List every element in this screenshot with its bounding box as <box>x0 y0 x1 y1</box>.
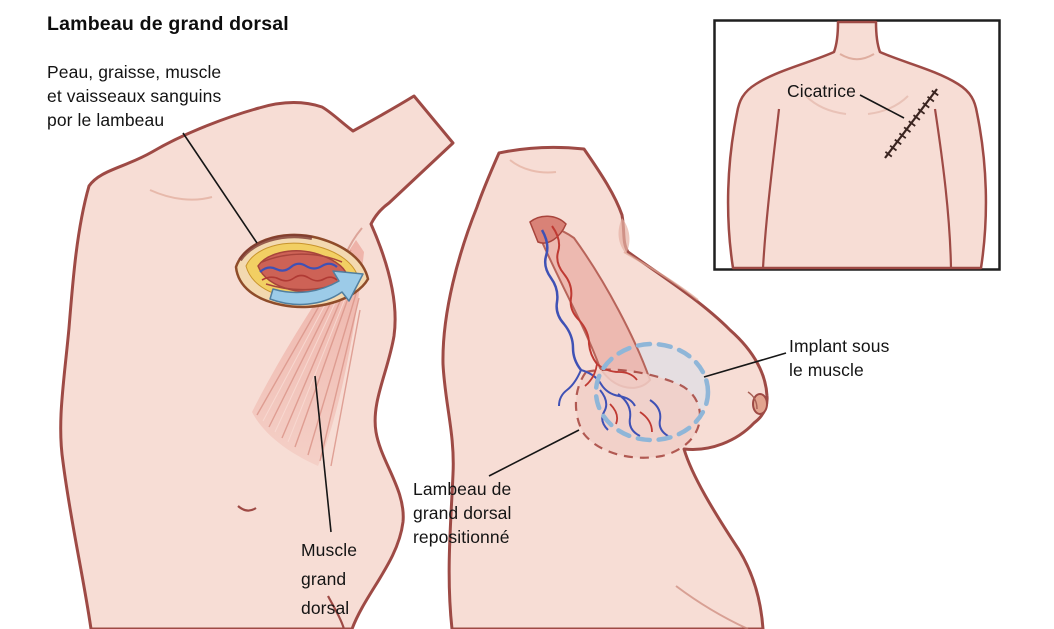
inset-figure-skin <box>726 20 988 270</box>
inset-scapula-right <box>867 95 909 115</box>
buttock-crease <box>327 595 346 629</box>
label-flap-repositioned: Lambeau de grand dorsal repositionné <box>413 479 512 547</box>
leader-implant <box>703 352 787 378</box>
leader-muscle <box>314 375 332 533</box>
shoulder-crease <box>149 189 213 201</box>
breast-top-line <box>623 251 699 301</box>
inset-neck-line <box>839 53 875 61</box>
diagram-title: Lambeau de grand dorsal <box>47 13 289 35</box>
scar-stitches <box>884 88 939 159</box>
arm-crease <box>509 159 557 174</box>
implant-dashed-circle <box>593 341 711 443</box>
flap-artery-branches <box>584 363 653 433</box>
label-scar: Cicatrice <box>787 81 856 101</box>
middle-figure-side-view <box>441 145 769 629</box>
left-figure-back-view <box>59 94 455 629</box>
leader-scar <box>859 94 905 119</box>
harvested-flap <box>234 233 370 309</box>
leader-flap-source <box>182 132 258 244</box>
inset-inner-arm-left <box>761 108 781 269</box>
flap-skin-edge-dark <box>238 234 313 262</box>
rotation-arrow <box>269 270 364 306</box>
tunnel-artery-red <box>551 225 598 365</box>
flap-vein-blue <box>259 262 338 273</box>
navel-left-figure <box>237 505 257 512</box>
inset-inner-arm-right <box>933 108 953 269</box>
inset-scapula-left <box>805 95 847 115</box>
leader-lines <box>182 94 905 533</box>
nipple <box>752 393 768 415</box>
label-implant: Implant sous le muscle <box>789 336 890 380</box>
label-muscle-grand-dorsal: Muscle grand dorsal <box>301 540 358 618</box>
armpit-shadow <box>618 218 630 254</box>
flap-tunnel <box>529 215 652 389</box>
flap-artery-red <box>261 274 338 282</box>
hip-crease <box>675 585 749 629</box>
left-figure-skin <box>59 94 455 629</box>
tunnel-vein-blue <box>540 229 582 371</box>
flap-vein-branches <box>558 369 669 437</box>
inset-scar-panel <box>713 19 1001 271</box>
areola-line <box>747 391 758 410</box>
label-flap-source: Peau, graisse, muscle et vaisseaux sangu… <box>47 62 222 130</box>
leader-flap-repositioned <box>488 429 580 477</box>
